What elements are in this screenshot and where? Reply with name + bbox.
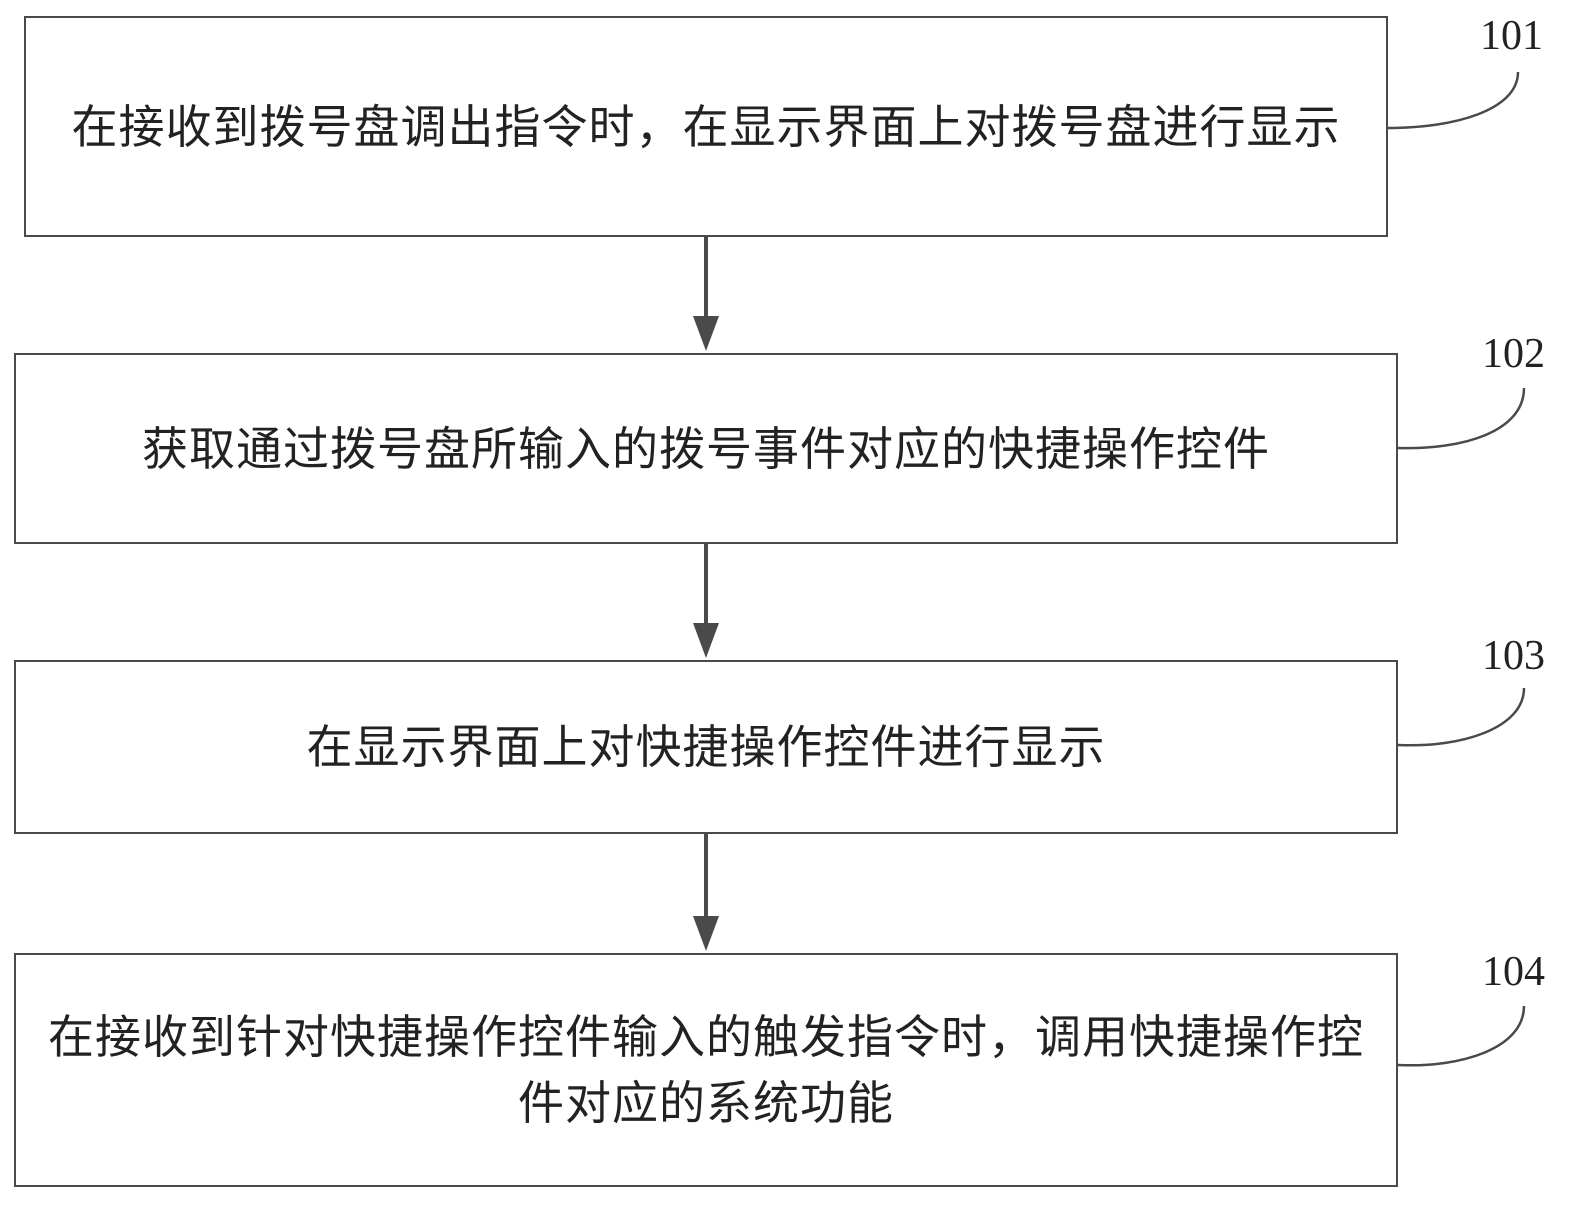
- step-text-104: 在接收到针对快捷操作控件输入的触发指令时，调用快捷操作控件对应的系统功能: [48, 1010, 1364, 1130]
- step-box-102: 获取通过拨号盘所输入的拨号事件对应的快捷操作控件: [14, 353, 1398, 544]
- step-number-104: 104: [1482, 949, 1545, 995]
- leader-line-101: [1387, 71, 1520, 130]
- step-box-104: 在接收到针对快捷操作控件输入的触发指令时，调用快捷操作控件对应的系统功能: [14, 953, 1398, 1187]
- leader-line-104: [1397, 1005, 1526, 1067]
- step-box-103: 在显示界面上对快捷操作控件进行显示: [14, 660, 1398, 834]
- flow-arrow-103-104: [693, 834, 719, 951]
- leader-line-102: [1397, 387, 1526, 450]
- step-number-101: 101: [1480, 13, 1543, 59]
- step-box-101: 在接收到拨号盘调出指令时，在显示界面上对拨号盘进行显示: [24, 16, 1388, 237]
- step-text-103: 在显示界面上对快捷操作控件进行显示: [306, 720, 1106, 774]
- leader-line-103: [1397, 687, 1526, 747]
- step-text-102: 获取通过拨号盘所输入的拨号事件对应的快捷操作控件: [142, 421, 1270, 476]
- step-number-103: 103: [1482, 633, 1545, 679]
- step-number-102: 102: [1482, 331, 1545, 377]
- flow-arrow-101-102: [693, 237, 719, 351]
- flow-arrow-102-103: [693, 544, 719, 658]
- step-text-101: 在接收到拨号盘调出指令时，在显示界面上对拨号盘进行显示: [71, 99, 1341, 154]
